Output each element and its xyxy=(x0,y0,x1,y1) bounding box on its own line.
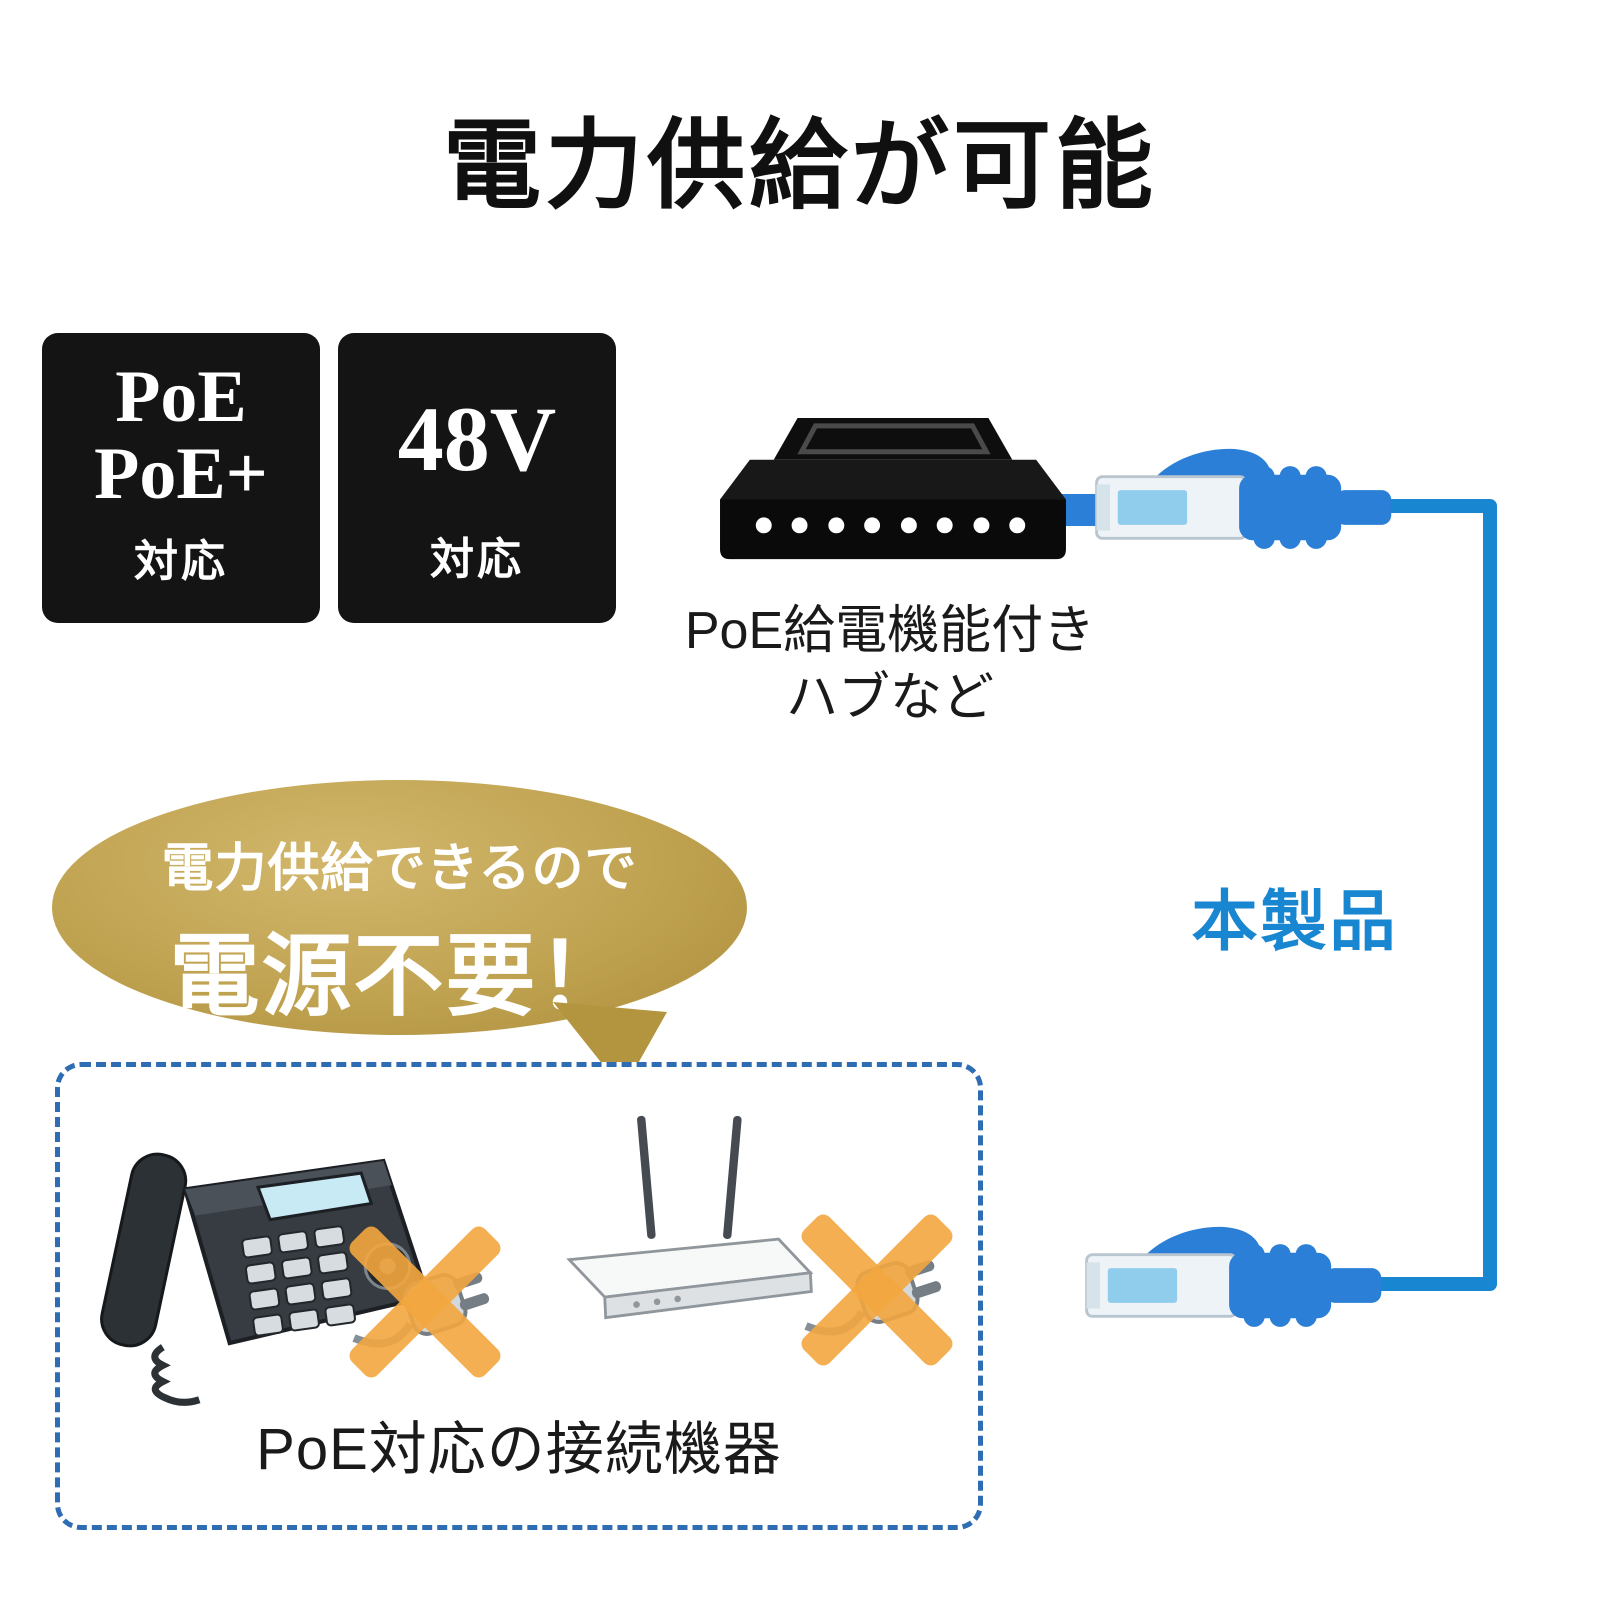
connector-boot xyxy=(1229,1244,1382,1327)
product-label: 本製品 xyxy=(1191,884,1399,958)
badge-poe-line1: PoE xyxy=(115,356,247,438)
speech-bubble: 電力供給できるので 電源不要！ xyxy=(52,780,747,1035)
badge-poe-suffix: 対応 xyxy=(134,536,228,586)
hub-caption-line2: ハブなど xyxy=(785,668,994,727)
router-antenna-left xyxy=(637,1115,656,1239)
phone-keypad xyxy=(241,1225,356,1337)
phone-screen xyxy=(255,1171,374,1222)
hub-caption-line1: PoE給電機能付き xyxy=(684,602,1096,660)
hub-caption: PoE給電機能付き ハブなど xyxy=(640,598,1140,731)
router-antenna-right xyxy=(723,1115,742,1239)
poe-devices-box xyxy=(55,1062,983,1530)
connector-boot xyxy=(1239,466,1392,549)
badge-poe-line2: PoE+ xyxy=(94,432,268,515)
bubble-line2: 電源不要！ xyxy=(169,927,630,1027)
phone-cord xyxy=(151,1344,201,1406)
no-power-plug-right xyxy=(782,1200,972,1380)
lan-connector-bottom-icon xyxy=(1085,1226,1382,1327)
badge-48v: 48V 対応 xyxy=(338,333,616,623)
badge-48v-suffix: 対応 xyxy=(430,534,524,584)
devices-caption: PoE対応の接続機器 xyxy=(256,1417,782,1482)
wireless-router-icon xyxy=(566,1115,814,1320)
badge-poe: PoE PoE+ 対応 xyxy=(42,333,320,623)
no-power-plug-left xyxy=(330,1212,520,1392)
lan-connector-top-icon xyxy=(1095,448,1392,549)
bubble-line1: 電力供給できるので xyxy=(161,840,638,898)
speech-bubble-tail xyxy=(553,1002,667,1090)
badge-48v-line1: 48V xyxy=(397,388,557,490)
poe-hub-icon xyxy=(720,417,1066,560)
page-title: 電力供給が可能 xyxy=(442,113,1157,221)
hub-port-leds xyxy=(755,517,1026,534)
